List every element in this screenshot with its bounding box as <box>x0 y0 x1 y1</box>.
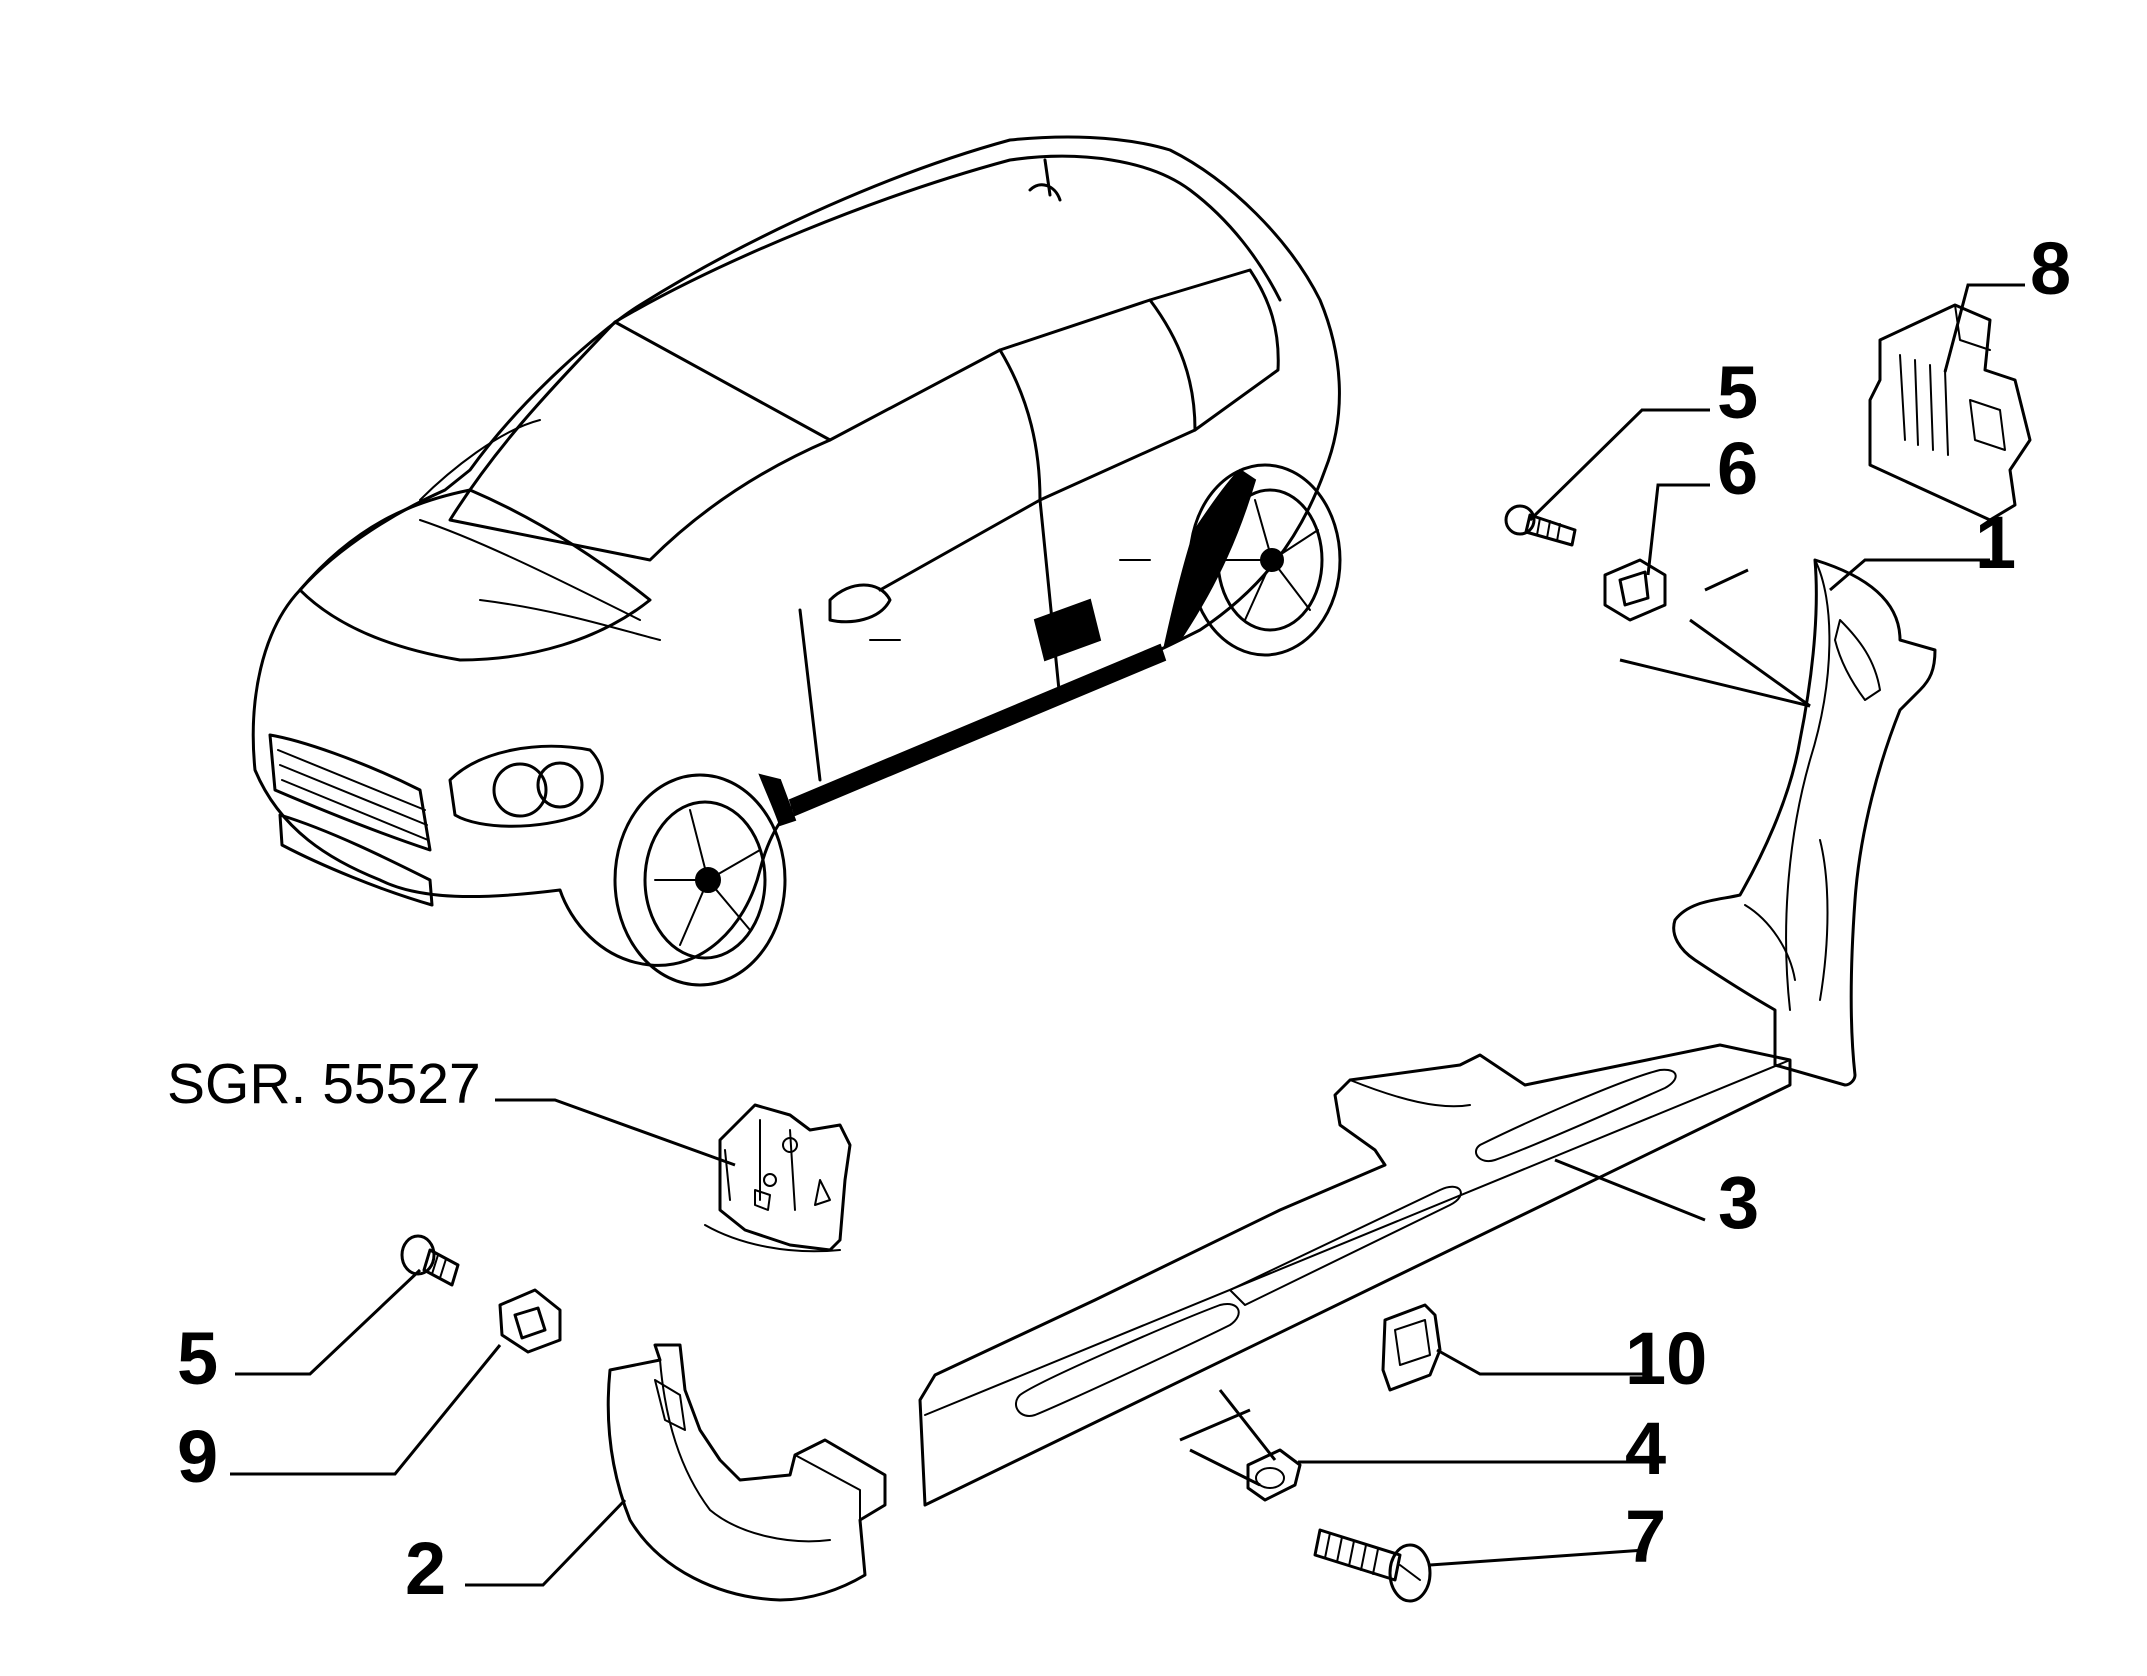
callout-5-bottom: 5 <box>177 1317 219 1400</box>
callout-8: 8 <box>2030 227 2072 310</box>
part-6-clip <box>1603 558 1667 622</box>
part-5-bolt-bottom <box>400 1234 460 1287</box>
part-3-sill-plate <box>918 1043 1792 1507</box>
part-2-wheel-arch-trim <box>606 1343 887 1602</box>
reference-label: SGR. 55527 <box>167 1052 481 1116</box>
part-4-plug <box>1246 1448 1302 1502</box>
part-10-clip <box>1381 1303 1442 1392</box>
leader-lines <box>230 283 2025 1587</box>
callout-5-top: 5 <box>1717 351 1759 434</box>
part-7-bolt <box>1313 1528 1432 1603</box>
callout-10: 10 <box>1625 1317 1708 1400</box>
part-9-clip <box>498 1288 562 1354</box>
part-1-pillar-trim <box>1672 558 1937 1087</box>
callout-1: 1 <box>1975 501 2017 584</box>
part-5-screw-top <box>1504 504 1577 547</box>
callout-3: 3 <box>1718 1161 1760 1244</box>
part-8-bracket <box>1868 303 2032 522</box>
car-illustration <box>251 135 1342 987</box>
callout-9: 9 <box>177 1415 219 1498</box>
callout-4: 4 <box>1625 1407 1667 1490</box>
reference-bracket <box>704 1103 852 1253</box>
callout-7: 7 <box>1625 1495 1667 1578</box>
callout-6: 6 <box>1717 427 1759 510</box>
callout-2: 2 <box>405 1527 447 1610</box>
